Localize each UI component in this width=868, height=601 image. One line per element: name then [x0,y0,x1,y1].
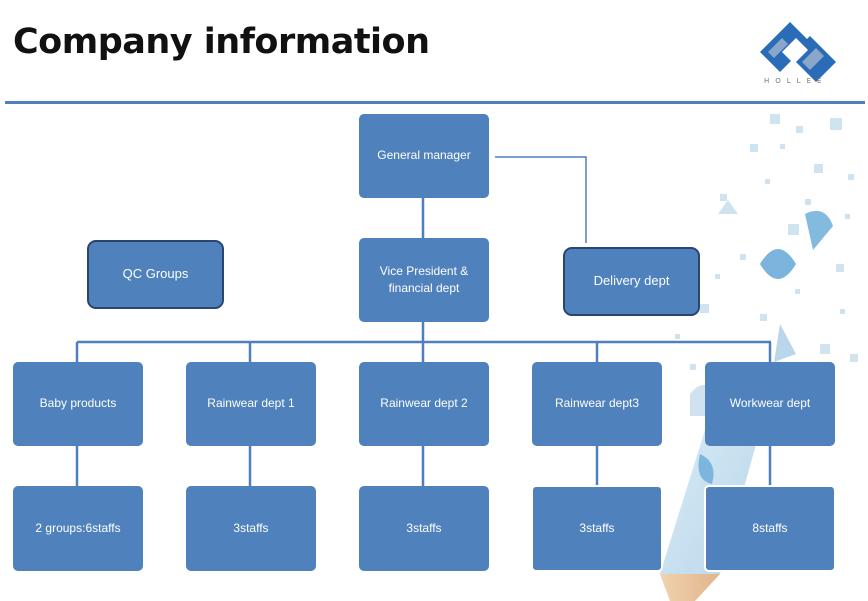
dept-box-rainwear-3: Rainwear dept3 [532,362,662,446]
hollee-logo [760,22,836,82]
staff-box-baby-products: 2 groups:6staffs [13,486,143,571]
delivery-dept-box: Delivery dept [563,247,700,316]
header-divider [5,101,865,104]
general-manager-box: General manager [359,114,489,198]
dept-box-workwear: Workwear dept [705,362,835,446]
vice-president-box: Vice President & financial dept [359,238,489,322]
dept-box-rainwear-1: Rainwear dept 1 [186,362,316,446]
dept-box-baby-products: Baby products [13,362,143,446]
page-title: Company information [13,22,430,62]
staff-box-rainwear-3: 3staffs [531,485,663,572]
staff-box-rainwear-2: 3staffs [359,486,489,571]
dept-box-rainwear-2: Rainwear dept 2 [359,362,489,446]
staff-box-workwear: 8staffs [704,485,836,572]
logo-wordmark: HOLLEE [764,77,828,85]
qc-groups-box: QC Groups [87,240,224,309]
staff-box-rainwear-1: 3staffs [186,486,316,571]
